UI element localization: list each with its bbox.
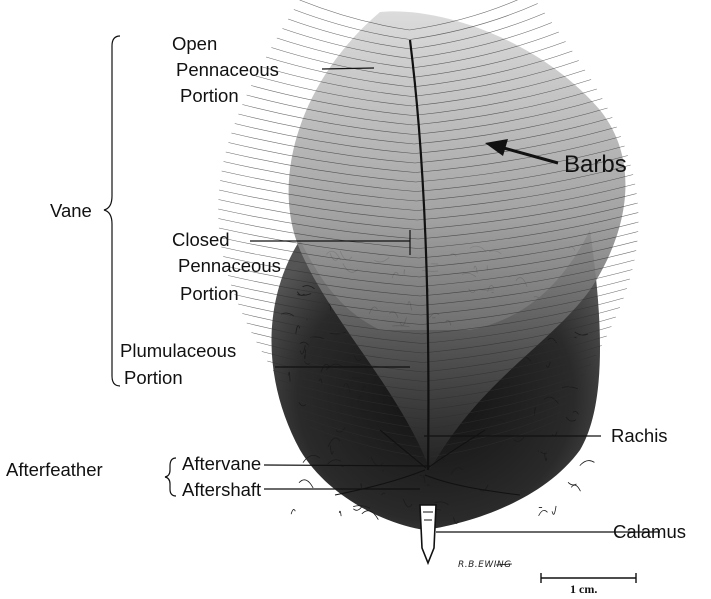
scale-bar-label: 1 cm. [570,582,597,596]
open-label-line2: Pennaceous [176,59,279,80]
calamus-label: Calamus [613,521,686,542]
open-label-line1: Open [172,33,217,54]
plumulaceous-label-line2: Portion [124,367,183,388]
plumulaceous-label-line1: Plumulaceous [120,340,236,361]
afterfeather-brace [165,458,176,496]
artist-signature: R.B.EWING [458,560,512,570]
barbs-label: Barbs [564,151,627,178]
closed-label-line1: Closed [172,229,230,250]
aftervane-label: Aftervane [182,453,261,474]
afterfeather-label: Afterfeather [6,459,103,480]
rachis-label: Rachis [611,425,668,446]
closed-label-line2: Pennaceous [178,255,281,276]
open-label-line3: Portion [180,85,239,106]
vane-bracket [104,36,120,386]
vane-label: Vane [50,200,92,221]
calamus-quill [420,505,436,563]
aftershaft-label: Aftershaft [182,479,261,500]
closed-label-line3: Portion [180,283,239,304]
